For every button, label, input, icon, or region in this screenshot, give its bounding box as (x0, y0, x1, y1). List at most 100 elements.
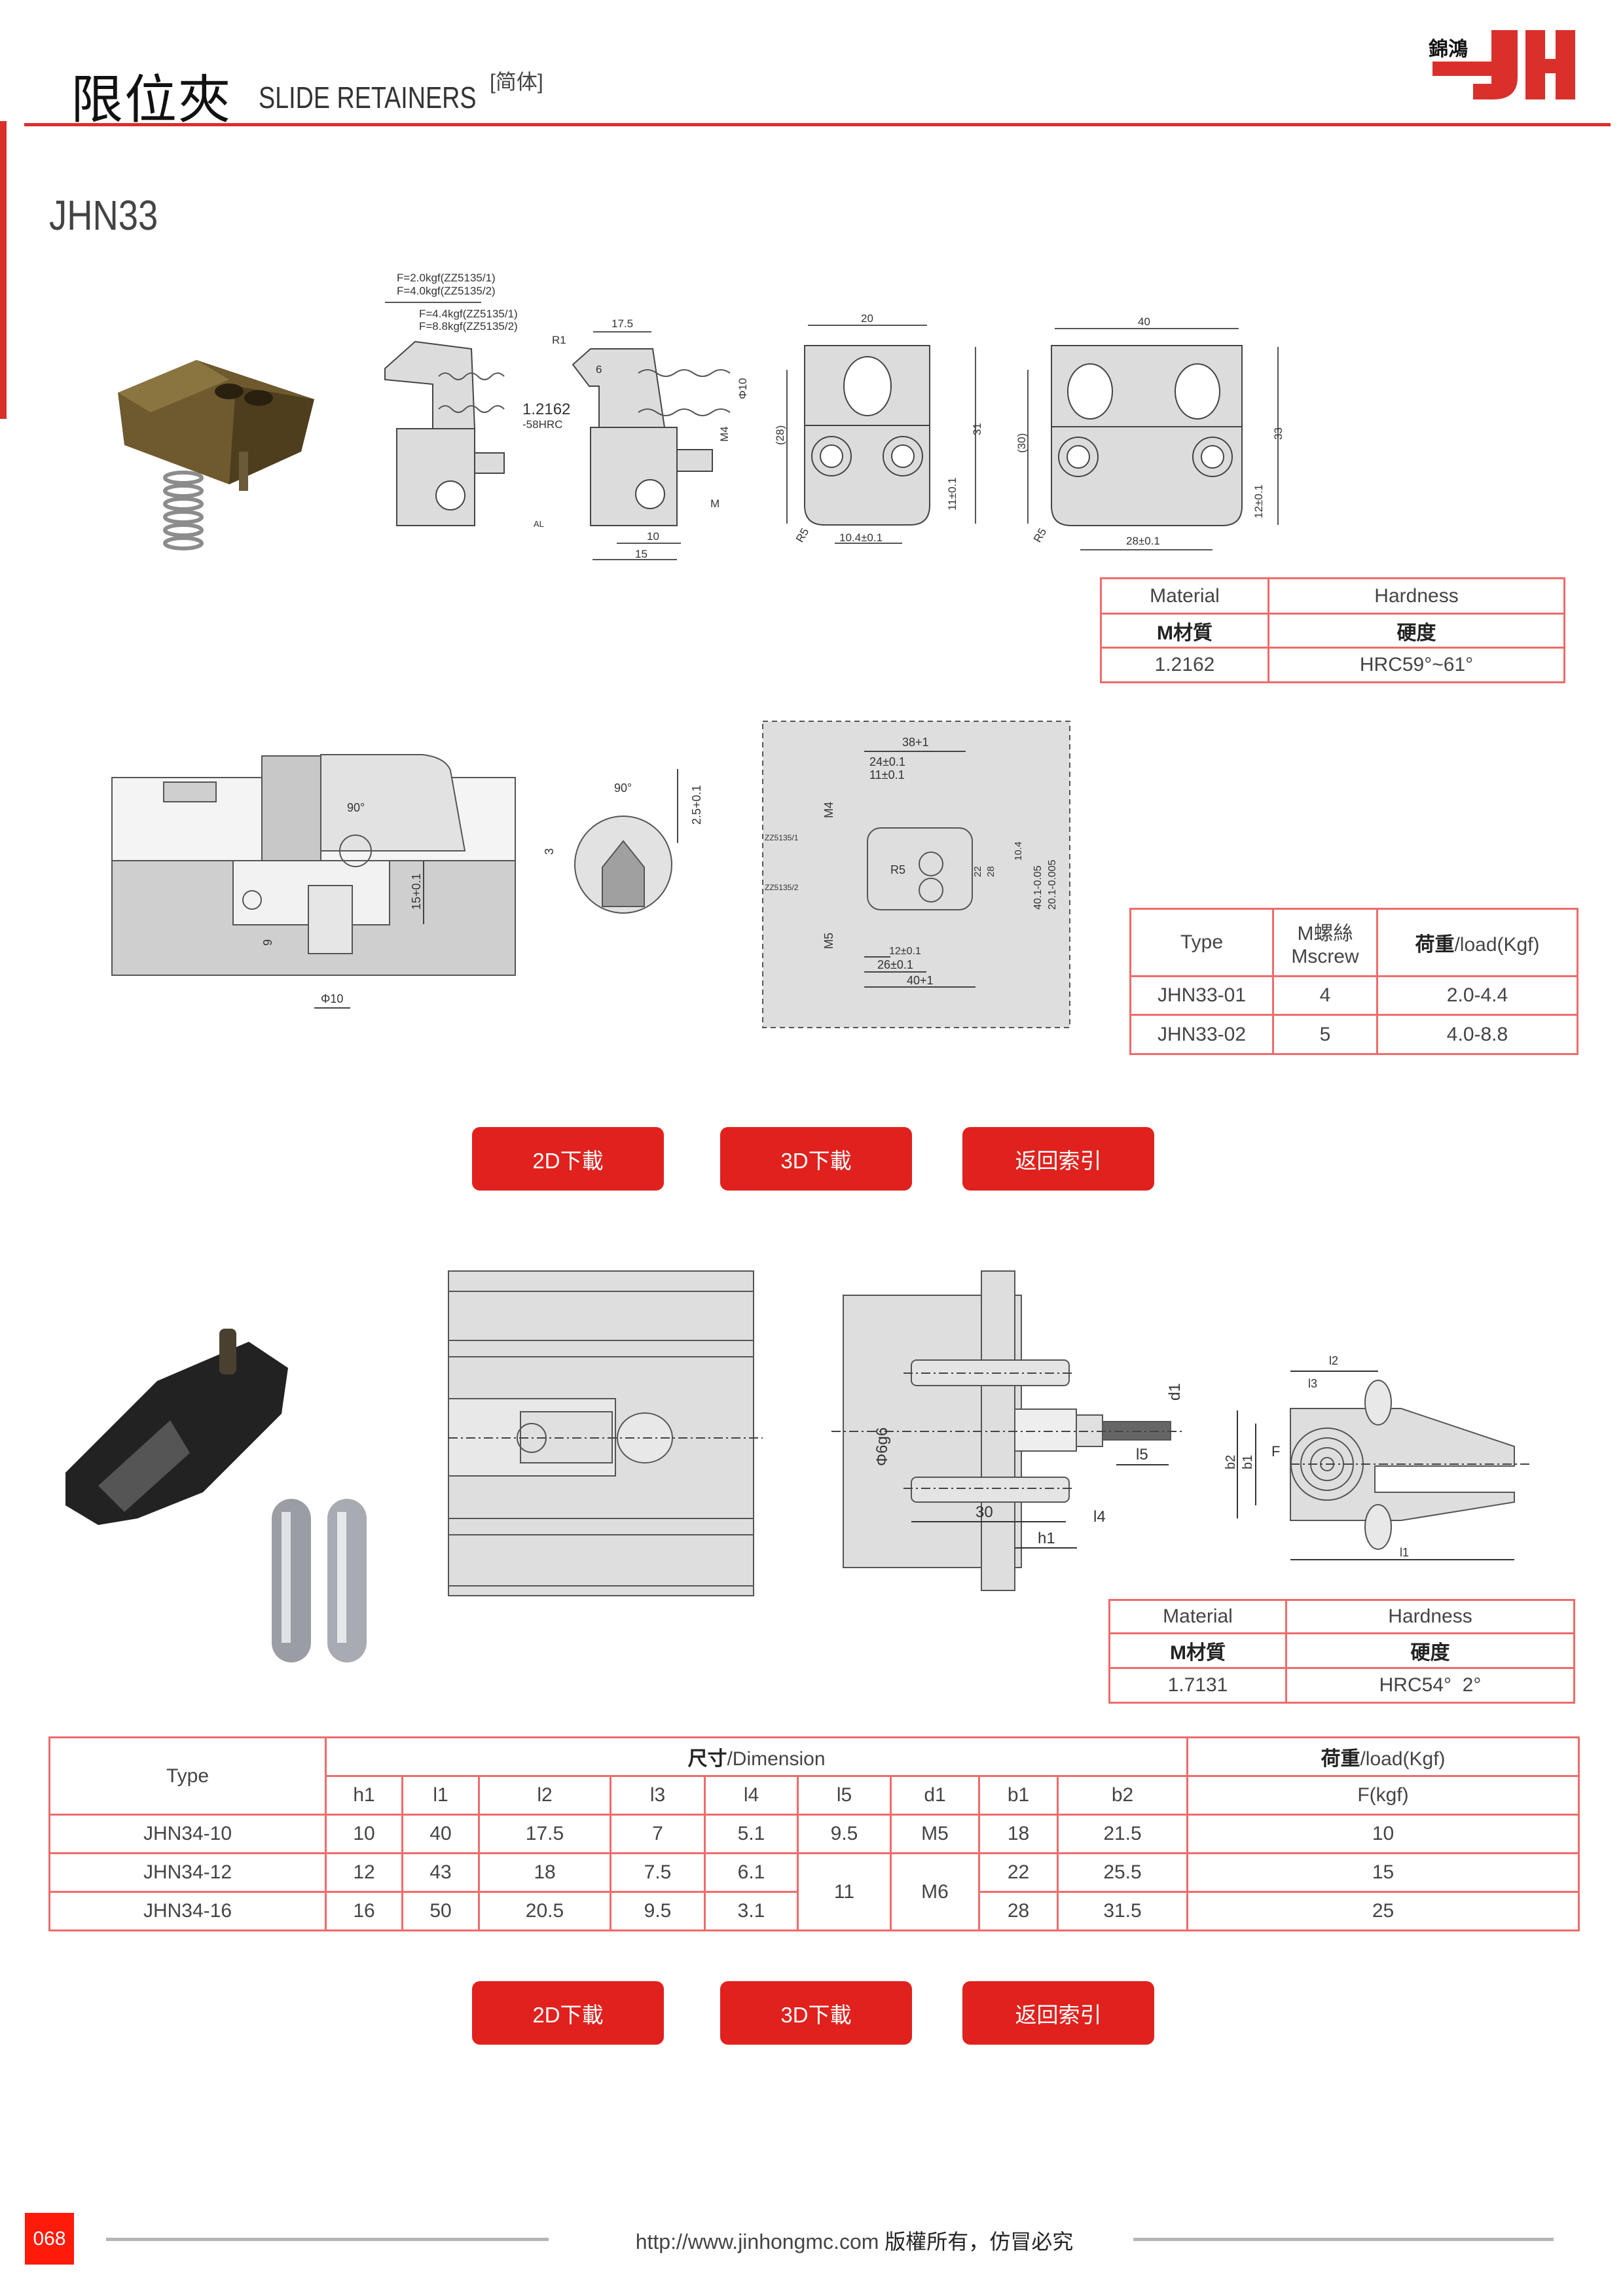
dim-label: 90° (614, 781, 632, 795)
installation-drawing-jhn33: 90° 15+0.1 9 Φ10 90° 2.5+0.1 3 38+1 24±0… (111, 721, 1070, 1028)
cell-l5: 9.5 (797, 1814, 892, 1854)
brand-logo: 錦鴻 (1429, 30, 1575, 99)
dim-label: 26±0.1 (877, 958, 913, 971)
cell-l4: 6.1 (704, 1852, 799, 1893)
download-3d-button[interactable]: 3D下載 (720, 1127, 912, 1191)
cell-b2: 31.5 (1056, 1891, 1189, 1931)
header-load: 荷重/load(Kgf) (1376, 908, 1578, 977)
col-l2: l2 (478, 1775, 611, 1816)
dim-label: 9 (261, 939, 274, 946)
cell-l3: 7.5 (610, 1852, 706, 1893)
dim-label: 10 (647, 530, 659, 543)
table-row: JHN34-12 12 43 18 7.5 6.1 11 M6 22 25.5 … (48, 1852, 1580, 1931)
back-to-index-button[interactable]: 返回索引 (962, 1127, 1154, 1191)
header-hardness: Hardness (1267, 577, 1565, 615)
cell-load: 4.0-8.8 (1376, 1014, 1578, 1055)
dim-label: 12±0.1 (1252, 484, 1265, 518)
col-b1: b1 (978, 1775, 1059, 1816)
dim-label: 40 (1138, 315, 1150, 328)
dim-label: Φ10 (321, 992, 343, 1005)
download-2d-button[interactable]: 2D下載 (472, 1981, 664, 2045)
cell-l2: 20.5 (478, 1891, 611, 1931)
header-material-cn: M材質 (1108, 1632, 1287, 1669)
header-dimension-cn: 尺寸 (687, 1748, 727, 1770)
cell-mscrew: 5 (1272, 1014, 1378, 1055)
section-marker (0, 121, 7, 419)
cell-d1: M5 (890, 1814, 980, 1854)
dim-label: 90° (347, 801, 365, 814)
cell-type: JHN33-01 (1129, 975, 1274, 1016)
header-dimension-en: /Dimension (727, 1748, 826, 1770)
col-b2: b2 (1056, 1775, 1189, 1816)
header-load-en: /load(Kgf) (1454, 934, 1540, 956)
cell-l4: 3.1 (704, 1891, 799, 1931)
header-material-cn: M材質 (1100, 613, 1269, 649)
cell-l4: 5.1 (704, 1814, 799, 1854)
page-title-cn: 限位夾 (71, 71, 232, 129)
cell-h1: 10 (325, 1814, 403, 1854)
dim-label: l1 (1400, 1546, 1409, 1559)
header-type: Type (48, 1736, 327, 1816)
cell-f: 15 (1186, 1852, 1580, 1893)
dim-label: l5 (1136, 1446, 1148, 1463)
dim-label: b1 (1241, 1455, 1255, 1469)
cell-type: JHN34-10 (48, 1814, 327, 1854)
product-photo-jhn33 (118, 360, 314, 550)
col-l5: l5 (797, 1775, 892, 1816)
dim-label: M4 (718, 426, 731, 442)
dim-label: (30) (1015, 433, 1028, 453)
technical-drawing-jhn34: Φ6g6 30 h1 l4 l5 d1 l2 l3 b2 b1 F l1 (448, 1270, 1532, 1596)
model-title: JHN33 (49, 192, 158, 239)
dim-label: 20 (861, 312, 873, 325)
back-to-index-button[interactable]: 返回索引 (962, 1981, 1154, 2045)
dim-label: 31 (971, 423, 983, 435)
download-3d-button[interactable]: 3D下載 (720, 1981, 912, 2045)
header-hardness-cn: 硬度 (1285, 1632, 1575, 1669)
cell-l3: 7 (610, 1814, 706, 1854)
dim-label: 20.1-0.005 (1047, 859, 1058, 910)
material-value: 1.7131 (1108, 1667, 1287, 1704)
footer-divider-left (106, 2238, 549, 2241)
dim-label: ZZ5135/2 (765, 883, 799, 892)
dim-label: F=4.0kgf(ZZ5135/2) (397, 285, 496, 297)
download-2d-button[interactable]: 2D下載 (472, 1127, 664, 1191)
cell-d1: M6 (890, 1852, 980, 1931)
dim-label: l4 (1093, 1508, 1106, 1526)
header-load-cn: 荷重 (1321, 1748, 1360, 1770)
cell-l1: 43 (401, 1852, 480, 1893)
dim-label: 11±0.1 (869, 768, 905, 781)
dim-label: 2.5+0.1 (690, 785, 703, 825)
dim-label: F (1271, 1443, 1280, 1460)
table-row: JHN34-10 10 40 17.5 7 5.1 9.5 M5 18 21.5… (48, 1814, 1580, 1854)
dim-label: F=4.4kgf(ZZ5135/1) (419, 308, 518, 320)
dim-label: 38+1 (902, 736, 929, 749)
table-row: JHN33-01 4 2.0-4.4 (1129, 975, 1578, 1016)
dim-label: ZZ5135/1 (765, 833, 799, 842)
header-load-cn: 荷重 (1415, 934, 1455, 956)
website-link[interactable]: http://www.jinhongmc.com (635, 2230, 879, 2253)
header-load: 荷重/load(Kgf) (1186, 1736, 1580, 1777)
cell-l5: 11 (797, 1852, 892, 1931)
svg-text:錦鴻: 錦鴻 (1429, 39, 1468, 60)
dim-label: R1 (552, 334, 566, 346)
dim-label: M5 (822, 933, 835, 949)
col-l3: l3 (610, 1775, 706, 1816)
dim-label: R5 (890, 863, 905, 876)
cell-b2: 21.5 (1056, 1814, 1189, 1854)
cell-b1: 18 (978, 1814, 1059, 1854)
table-row: JHN34-16 16 50 20.5 9.5 3.1 28 31.5 25 (48, 1891, 1580, 1931)
cell-f: 10 (1186, 1814, 1580, 1854)
col-h1: h1 (325, 1775, 403, 1816)
header-material: Material (1100, 577, 1269, 615)
cell-h1: 12 (325, 1852, 403, 1893)
dim-label: M (710, 497, 720, 510)
dim-label: 30 (976, 1503, 993, 1521)
dim-label: b2 (1224, 1455, 1238, 1469)
col-l4: l4 (704, 1775, 799, 1816)
copyright-notice: 版權所有，仿冒必究 (884, 2230, 1074, 2253)
product-photo-jhn34 (65, 1329, 367, 1662)
cell-l3: 9.5 (610, 1891, 706, 1931)
